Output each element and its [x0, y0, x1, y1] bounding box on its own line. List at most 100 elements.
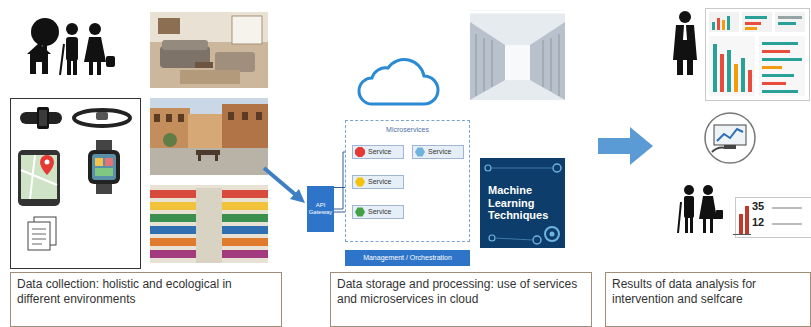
- devices-panel-part: [21, 170, 57, 185]
- machine-learning-image-part: [545, 227, 559, 241]
- dashboard-image-part: [759, 36, 805, 96]
- devices-panel-part: [95, 168, 113, 176]
- microservices-panel: MicroservicesServiceServiceServiceServic…: [345, 120, 470, 242]
- elderly-couple-icon-part: [684, 196, 694, 218]
- town-square-photo-part: [215, 155, 218, 161]
- dashboard-image-part: [713, 44, 717, 92]
- service-icon: [415, 147, 425, 157]
- dashboard-image-part: [742, 12, 772, 32]
- service-icon-shape: [355, 208, 365, 217]
- machine-learning-image: [480, 158, 565, 248]
- devices-panel-part: [45, 160, 50, 165]
- service-icon-shape: [355, 147, 365, 157]
- service-icon-shape: [415, 148, 425, 157]
- living-room-photo-part: [180, 70, 240, 84]
- dashboard-image-part: [778, 22, 796, 25]
- devices-panel-part: [39, 110, 47, 126]
- stats-card-part: [772, 223, 802, 225]
- caption-box-text: Data collection: holistic and ecological…: [17, 277, 275, 307]
- service-icon: [355, 207, 365, 217]
- elderly-home-icon-part: [73, 60, 77, 75]
- machine-learning-image-part: [491, 168, 553, 169]
- elderly-couple-icon-part: [690, 217, 693, 233]
- dashboard-image-part: [748, 70, 752, 92]
- professional-icon-part: [683, 25, 687, 40]
- devices-panel-part: [18, 150, 60, 206]
- service-box: Service: [352, 145, 404, 159]
- service-icon: [355, 147, 365, 157]
- dashboard-image-part: [745, 22, 761, 25]
- cloud-icon: [359, 60, 438, 104]
- api-gateway-box-text: API Gateway: [308, 202, 333, 216]
- orchestration-bar: Management / Orchestration: [345, 250, 470, 266]
- dashboard-image-part: [762, 42, 798, 45]
- town-square-photo-part: [150, 108, 190, 148]
- elderly-couple-icon-part: [716, 210, 723, 219]
- town-square-photo-part: [198, 155, 201, 161]
- living-room-photo-part: [162, 40, 208, 50]
- living-room-photo-part: [158, 18, 180, 34]
- devices-panel-part: [32, 239, 46, 240]
- server-room-photo-part: [484, 38, 485, 91]
- server-room-photo-part: [505, 45, 530, 80]
- service-box: Service: [352, 205, 404, 219]
- dashboard-image-part: [762, 50, 790, 53]
- service-icon-shape: [355, 178, 365, 187]
- caption-box: Results of data analysis for interventio…: [605, 272, 811, 327]
- server-room-photo-part: [530, 22, 565, 100]
- professional-icon-part: [687, 59, 693, 75]
- caption-box-text: Data storage and processing: use of serv…: [337, 277, 585, 307]
- machine-learning-image-part: [489, 235, 495, 241]
- result-arrow-part: [630, 127, 653, 165]
- town-square-photo: [150, 98, 268, 175]
- devices-panel-part: [28, 222, 50, 250]
- living-room-photo: [150, 12, 268, 88]
- elderly-couple-icon-part: [684, 185, 694, 195]
- dashboard-image-part: [745, 16, 767, 19]
- service-box-text: Service: [368, 148, 391, 156]
- town-square-photo-part: [150, 98, 268, 175]
- living-room-photo-part: [195, 62, 213, 68]
- professional-icon-part: [679, 11, 691, 23]
- devices-panel-part: [32, 229, 46, 230]
- orchestration-bar-text: Management / Orchestration: [363, 254, 452, 262]
- devices-panel-part: [30, 155, 35, 199]
- elderly-home-icon-part: [60, 44, 64, 75]
- api-gateway-box: API Gateway: [307, 186, 334, 232]
- machine-learning-box-text: Machine Learning Techniques: [488, 184, 551, 222]
- town-square-photo-part: [222, 104, 268, 148]
- dashboard-image-part: [775, 12, 805, 32]
- stat-number: 35: [752, 200, 764, 212]
- elderly-home-icon-part: [27, 43, 51, 54]
- elderly-home-icon-part: [36, 62, 42, 74]
- elderly-couple-icon-part: [685, 217, 688, 233]
- service-box-text: Service: [428, 148, 451, 156]
- dashboard-image-part: [720, 54, 724, 92]
- town-square-photo-part: [154, 114, 160, 122]
- server-room-photo-part: [492, 40, 493, 87]
- devices-panel-part: [74, 110, 130, 126]
- elderly-home-icon-part: [97, 61, 101, 75]
- devices-panel-part: [40, 155, 54, 175]
- dashboard-image-part: [709, 12, 739, 32]
- town-square-photo-part: [163, 133, 177, 147]
- professional-icon: [673, 11, 697, 75]
- elderly-couple-icon-part: [699, 196, 717, 219]
- town-square-photo-part: [228, 112, 234, 120]
- stats-card-part: [739, 214, 743, 234]
- dashboard-image-part: [727, 16, 730, 30]
- devices-panel-part: [32, 244, 42, 245]
- stats-card-part: [745, 206, 749, 234]
- dashboard-image-part: [741, 58, 745, 92]
- result-arrow: [598, 127, 653, 165]
- stats-card: [733, 198, 811, 238]
- service-box-text: Service: [368, 208, 391, 216]
- server-room-photo-part: [470, 22, 505, 100]
- living-room-photo-part: [150, 12, 268, 88]
- elderly-home-icon-part: [30, 53, 48, 74]
- flow-arrow-part: [290, 189, 305, 203]
- machine-learning-box: Machine Learning Techniques: [480, 158, 565, 248]
- professional-icon-part: [673, 25, 697, 60]
- server-room-photo-part: [551, 38, 552, 91]
